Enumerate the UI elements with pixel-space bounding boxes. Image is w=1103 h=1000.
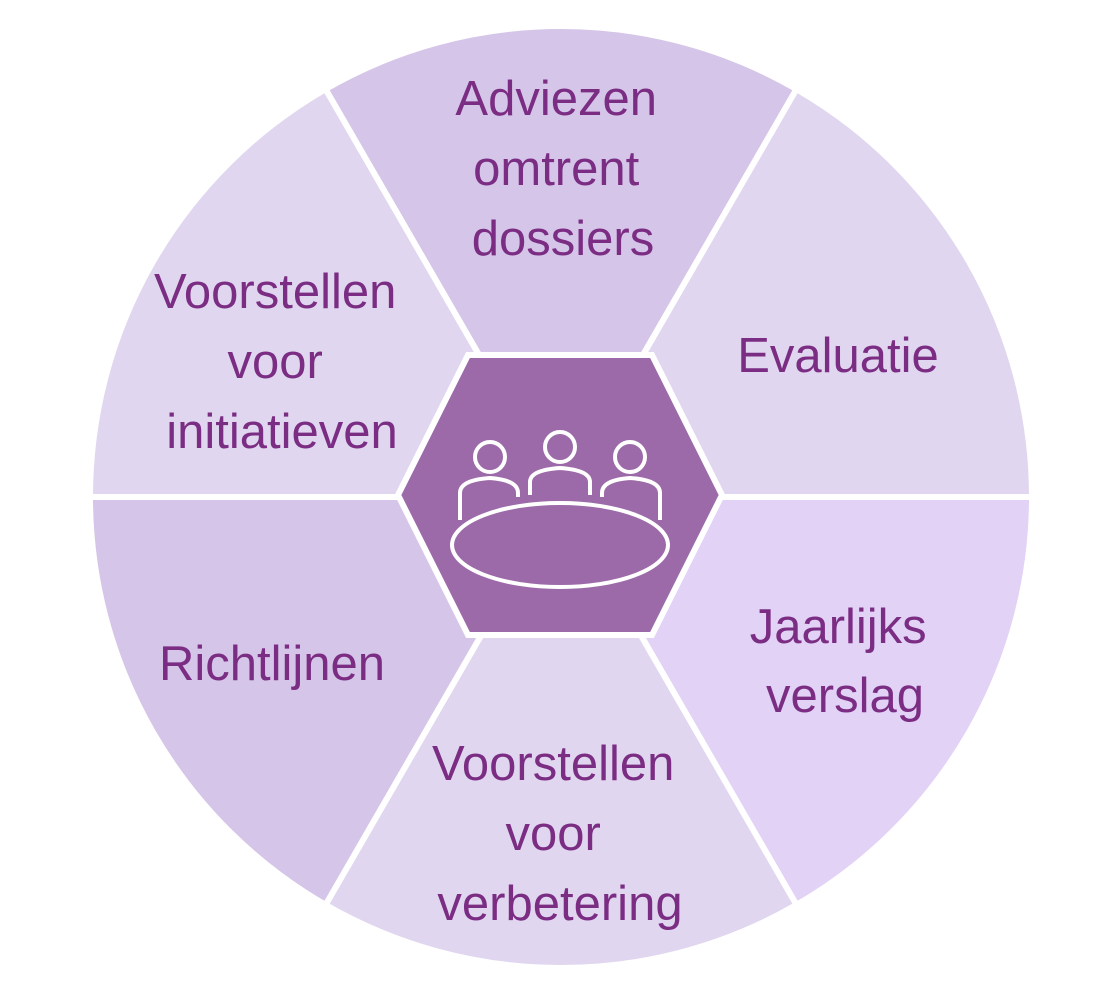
center-hexagon xyxy=(394,352,726,638)
segment-label-top-right: Evaluatie xyxy=(737,329,939,383)
segment-top-right xyxy=(555,85,1036,500)
segments xyxy=(86,23,1036,971)
segment-label-bottom-right: Jaarlijks verslag xyxy=(750,600,941,723)
segment-label-top-left: Voorstellen voor initiatieven xyxy=(154,265,410,459)
segment-label-bottom: Voorstellen voor verbetering xyxy=(432,737,688,931)
segment-label-top: Adviezen omtrent dossiers xyxy=(455,72,670,266)
segment-top xyxy=(321,23,801,504)
segment-bottom xyxy=(321,490,801,971)
segment-label-bottom-left: Richtlijnen xyxy=(159,637,385,691)
segment-bottom-right xyxy=(555,494,1036,909)
segment-bottom-left xyxy=(86,494,567,909)
segment-top-left xyxy=(86,85,567,500)
meeting-table-icon xyxy=(450,430,670,589)
